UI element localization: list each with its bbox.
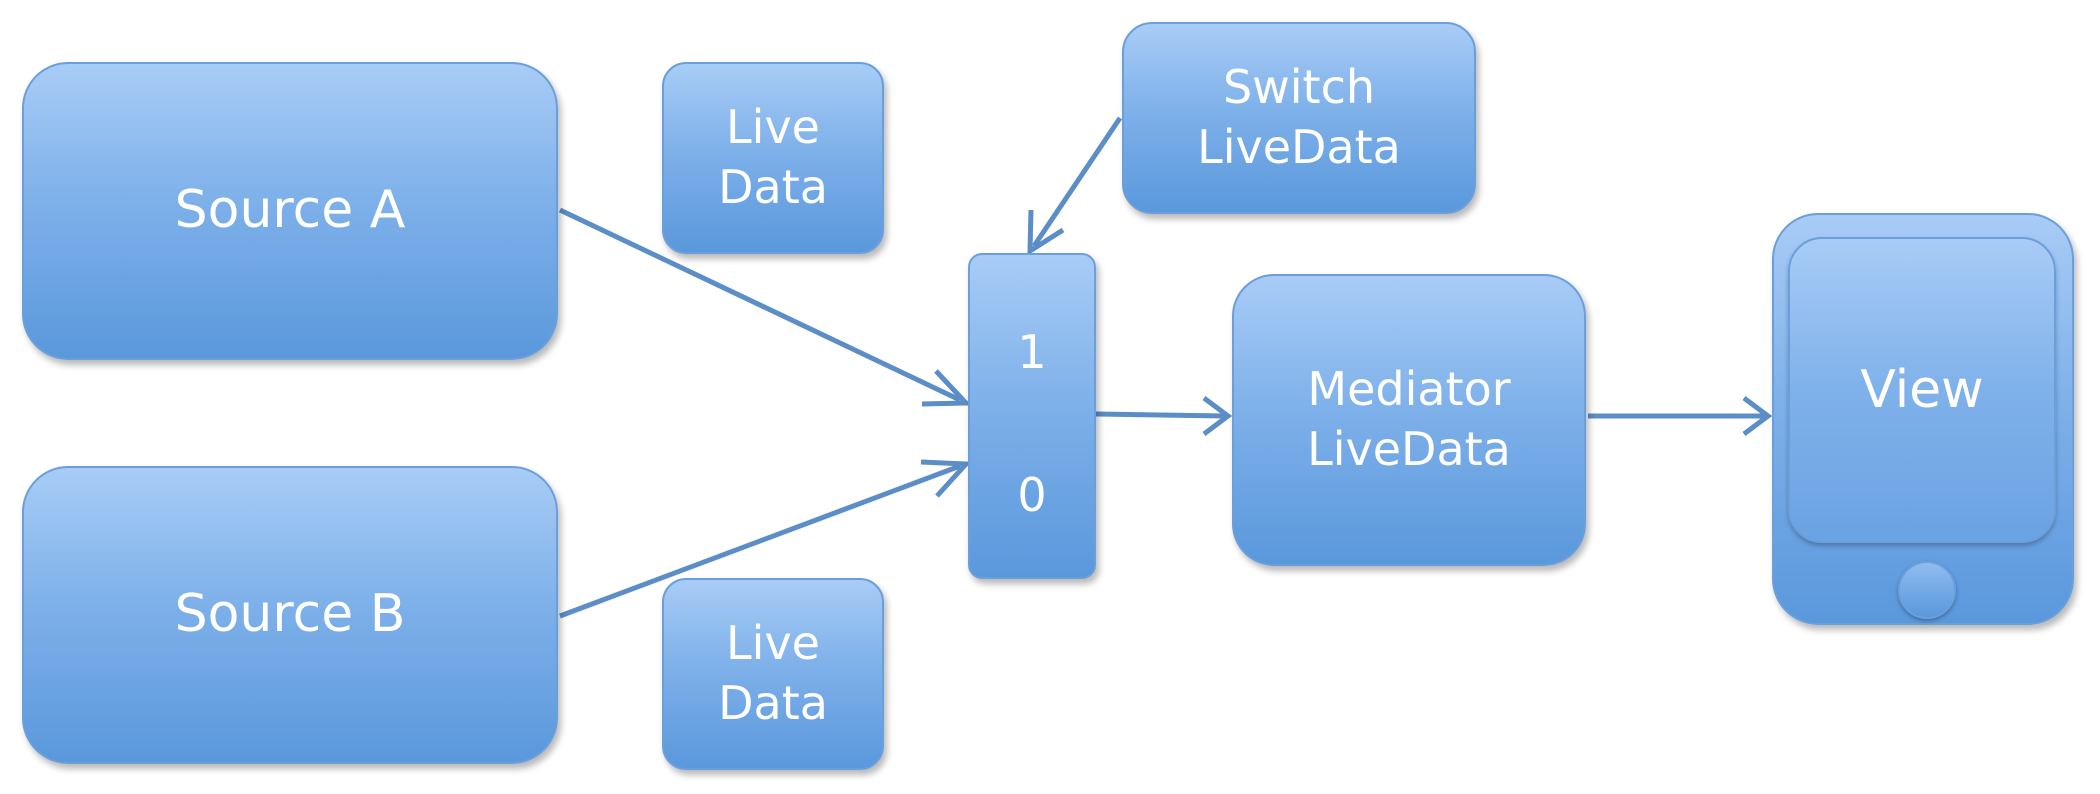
mediator-livedata-line2: LiveData xyxy=(1307,422,1511,476)
switch-livedata-line2: LiveData xyxy=(1197,120,1401,174)
view-label: View xyxy=(1860,360,1984,420)
livedata-b-line1: Live xyxy=(726,616,820,671)
selector-input-0-label: 0 xyxy=(1017,468,1047,522)
view-screen: View xyxy=(1788,237,2056,543)
source-a-node: Source A xyxy=(22,62,558,360)
switch-selector-node: 1 0 xyxy=(968,253,1096,579)
selector-input-1-label: 1 xyxy=(1017,325,1047,379)
edge-selector-to-mediator xyxy=(1095,396,1233,436)
edge-source-a-to-selector xyxy=(558,207,972,407)
livedata-b-line2: Data xyxy=(718,676,828,730)
livedata-a-node: Live Data xyxy=(662,62,884,254)
edge-switch-to-selector xyxy=(1027,116,1123,256)
livedata-a-line1: Live xyxy=(726,100,820,155)
mediator-livedata-line1: Mediator xyxy=(1307,362,1511,417)
livedata-b-node: Live Data xyxy=(662,578,884,770)
source-a-label: Source A xyxy=(174,180,406,241)
home-button-icon xyxy=(1898,561,1956,619)
switch-livedata-line1: Switch xyxy=(1222,60,1376,115)
edge-mediator-to-view xyxy=(1588,396,1773,436)
view-device-node: View xyxy=(1772,213,2074,625)
source-b-label: Source B xyxy=(174,584,406,645)
mediator-livedata-node: Mediator LiveData xyxy=(1232,274,1586,566)
livedata-a-line2: Data xyxy=(718,160,828,214)
edge-source-b-to-selector xyxy=(559,459,972,619)
switch-livedata-node: Switch LiveData xyxy=(1122,22,1476,214)
source-b-node: Source B xyxy=(22,466,558,764)
